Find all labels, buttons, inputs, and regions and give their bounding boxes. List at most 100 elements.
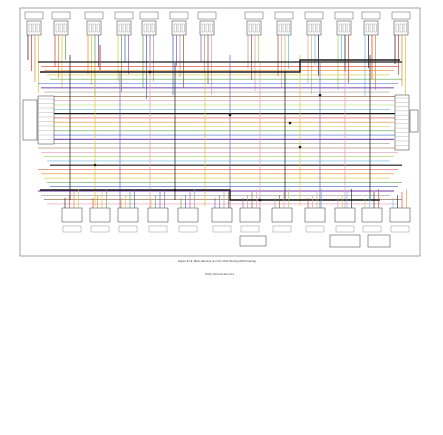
figure-caption: Figure 8-13. Main Harness (2 of 3): 2014… [178,259,256,263]
connector-pin [126,23,130,33]
connector-pin [88,23,92,33]
top-connector-label-box [244,11,264,20]
right-connector-blocks [394,94,419,151]
bottom-connector-housing [61,207,83,223]
connector-pin [173,23,177,33]
connector-pin [55,23,59,33]
top-connector-housing [336,20,352,36]
bottom-connector-housing [334,207,356,223]
connector-pin [395,23,399,33]
component-box [239,235,267,247]
connector-pin [177,23,181,33]
bottom-connector-label-box [118,225,138,233]
connector-pin [342,23,346,33]
bottom-connector-housing [147,207,169,223]
bottom-connector-housing [304,207,326,223]
top-connector-label-box [84,11,104,20]
top-connector-label-box [334,11,354,20]
connector-pin [147,23,151,33]
bottom-connector-label-box [240,225,260,233]
footer-note: Shifty Stitched Electrics [205,272,235,276]
connector-pin [346,23,350,33]
bottom-connector-label-box [305,225,325,233]
top-connector-housing [393,20,409,36]
top-connector-housing [86,20,102,36]
bottom-connector-housing [177,207,199,223]
top-connector-housing [363,20,379,36]
bottom-connector-housing [239,207,261,223]
bottom-connector-housing [89,207,111,223]
right-connector-housing [394,94,410,151]
splice-point [288,121,292,125]
bottom-connector-housing [361,207,383,223]
connector-pin [151,23,155,33]
connector-pin [365,23,369,33]
splice-point [258,198,262,202]
connector-pin [312,23,316,33]
bottom-connector-label-box [335,225,355,233]
left-connector-housing [37,95,55,145]
top-connector-label-box [114,11,134,20]
connector-pin [373,23,377,33]
left-label-block [22,99,38,141]
connector-pin [252,23,256,33]
bottom-connector-housing [271,207,293,223]
splice-point [173,188,177,192]
component-box [329,234,361,248]
connector-pin [59,23,63,33]
connector-pin [181,23,185,33]
right-label-block [409,109,419,133]
top-connector-label-box [169,11,189,20]
top-connector-housing [141,20,157,36]
top-connector-housing [116,20,132,36]
ground-bus [40,59,400,73]
top-connector-housing [306,20,322,36]
harness-wires [27,35,406,218]
connector-pin [316,23,320,33]
bottom-connector-label-box [272,225,292,233]
bottom-connector-label-box [178,225,198,233]
bottom-connector-label-box [212,225,232,233]
splice-point [318,93,322,97]
top-connector-label-box [51,11,71,20]
top-connector-label-box [274,11,294,20]
bottom-connector-label-box [362,225,382,233]
connector-pin [63,23,67,33]
connector-pin [399,23,403,33]
connector-pin [92,23,96,33]
bottom-connector-housing [389,207,411,223]
left-connector-blocks [22,95,55,145]
connector-pin [256,23,260,33]
connector-pin [96,23,100,33]
connector-pin [278,23,282,33]
top-connector-housing [199,20,215,36]
connector-pin [286,23,290,33]
connector-pin [282,23,286,33]
connector-pin [118,23,122,33]
bottom-connector-label-box [390,225,410,233]
connector-pin [209,23,213,33]
connector-pin [143,23,147,33]
splice-point [298,145,302,149]
top-connector-label-box [139,11,159,20]
top-connector-label-box [24,11,44,20]
bottom-connector-label-box [62,225,82,233]
top-connector-housing [26,20,42,36]
bottom-connector-label-box [90,225,110,233]
connector-pin [32,23,36,33]
splice-point [148,70,152,74]
top-connector-housing [53,20,69,36]
component-box [367,234,391,248]
top-connector-label-box [197,11,217,20]
connector-pin [36,23,40,33]
bottom-connector-row [61,189,411,248]
connector-pin [403,23,407,33]
bottom-connector-housing [117,207,139,223]
bottom-connector-housing [211,207,233,223]
top-connector-label-box [304,11,324,20]
connector-pin [205,23,209,33]
splice-point [228,113,232,117]
connector-pin [122,23,126,33]
connector-pin [369,23,373,33]
